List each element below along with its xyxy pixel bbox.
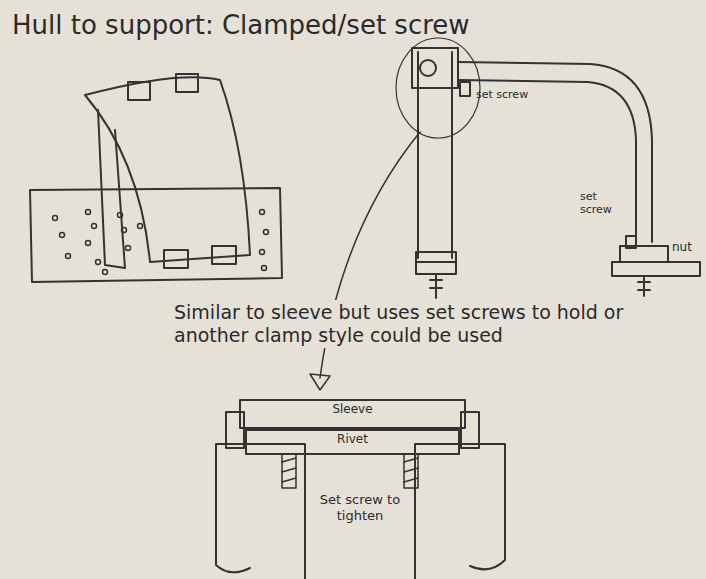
part-label: Sleeve: [240, 402, 465, 416]
callout-label: nut: [672, 240, 692, 254]
note-text: Similar to sleeve but uses set screws to…: [172, 300, 696, 348]
hull-panel: [30, 188, 282, 282]
callout-label: set screw: [580, 190, 620, 216]
support-assembly: [396, 38, 700, 298]
part-label: Set screw to tighten: [308, 492, 412, 523]
detail-arrow: [310, 132, 420, 390]
callout-label: set screw: [476, 88, 536, 101]
support-sheet: [85, 74, 250, 268]
sketch-title: Hull to support: Clamped/set screw: [12, 10, 470, 41]
part-label: Rivet: [246, 432, 459, 446]
sleeve-detail: [216, 400, 505, 579]
